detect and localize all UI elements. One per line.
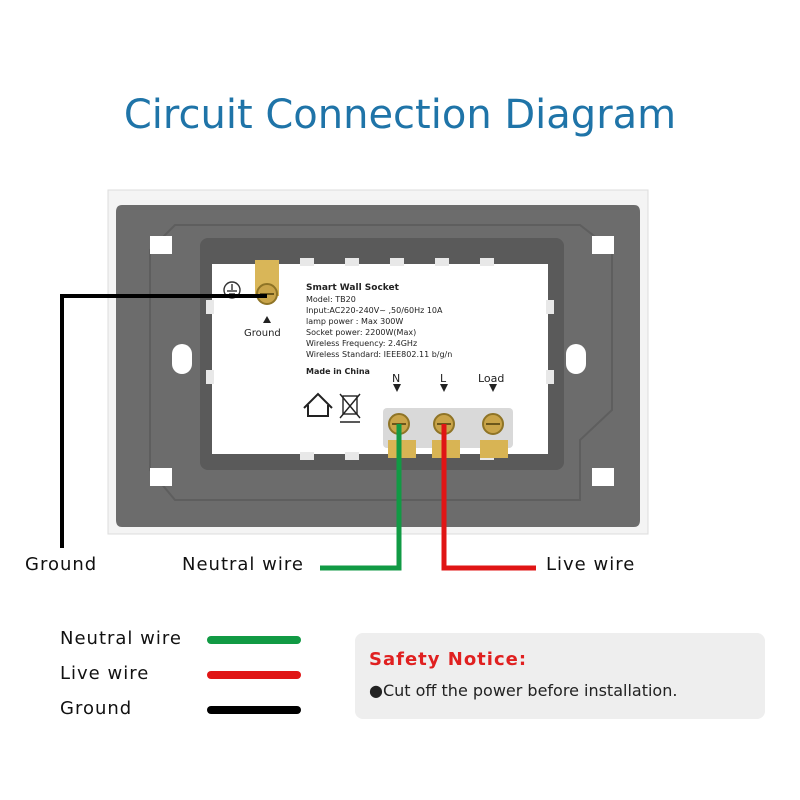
mount-hole-tl xyxy=(150,236,172,254)
legend-label-live: Live wire xyxy=(60,663,150,684)
ground-wire xyxy=(60,294,267,548)
ground-terminal-label: Ground xyxy=(244,328,281,339)
neutral-wire xyxy=(320,424,402,571)
legend-line-neutral xyxy=(207,636,301,644)
legend-line-ground xyxy=(207,706,301,714)
weee-bin-icon xyxy=(339,393,361,423)
terminal-load-label: Load xyxy=(478,372,504,385)
mount-hole-br xyxy=(592,468,614,486)
spec-line-3: lamp power : Max 300W xyxy=(306,317,403,326)
made-in-text: Made in China xyxy=(306,367,370,376)
spec-line-2: Input:AC220-240V~ ,50/60Hz 10A xyxy=(306,306,443,315)
safety-notice-title: Safety Notice: xyxy=(369,649,528,670)
legend-label-neutral: Neutral wire xyxy=(60,628,182,649)
safety-notice-text: ●Cut off the power before installation. xyxy=(369,681,678,700)
spec-line-1: Model: TB20 xyxy=(306,295,356,304)
neutral-wire-label: Neutral wire xyxy=(182,554,304,575)
ground-arrow-icon xyxy=(263,316,271,323)
spec-line-6: Wireless Standard: IEEE802.11 b/g/n xyxy=(306,350,452,359)
spec-line-0: Smart Wall Socket xyxy=(306,283,400,293)
terminal-l-label: L xyxy=(440,372,447,385)
ground-wire-label: Ground xyxy=(25,554,98,575)
legend-line-live xyxy=(207,671,301,679)
mount-hole-bl xyxy=(150,468,172,486)
spec-line-5: Wireless Frequency: 2.4GHz xyxy=(306,339,417,348)
slot-left xyxy=(172,344,192,374)
diagram-title: Circuit Connection Diagram xyxy=(123,92,677,138)
live-wire-label: Live wire xyxy=(546,554,636,575)
house-icon xyxy=(303,392,333,417)
mount-hole-tr xyxy=(592,236,614,254)
spec-line-4: Socket power: 2200W(Max) xyxy=(306,328,416,337)
slot-right xyxy=(566,344,586,374)
legend-label-ground: Ground xyxy=(60,698,133,719)
safety-notice: Safety Notice: ●Cut off the power before… xyxy=(355,633,765,719)
terminal-n-label: N xyxy=(392,372,400,385)
live-wire xyxy=(441,424,536,571)
